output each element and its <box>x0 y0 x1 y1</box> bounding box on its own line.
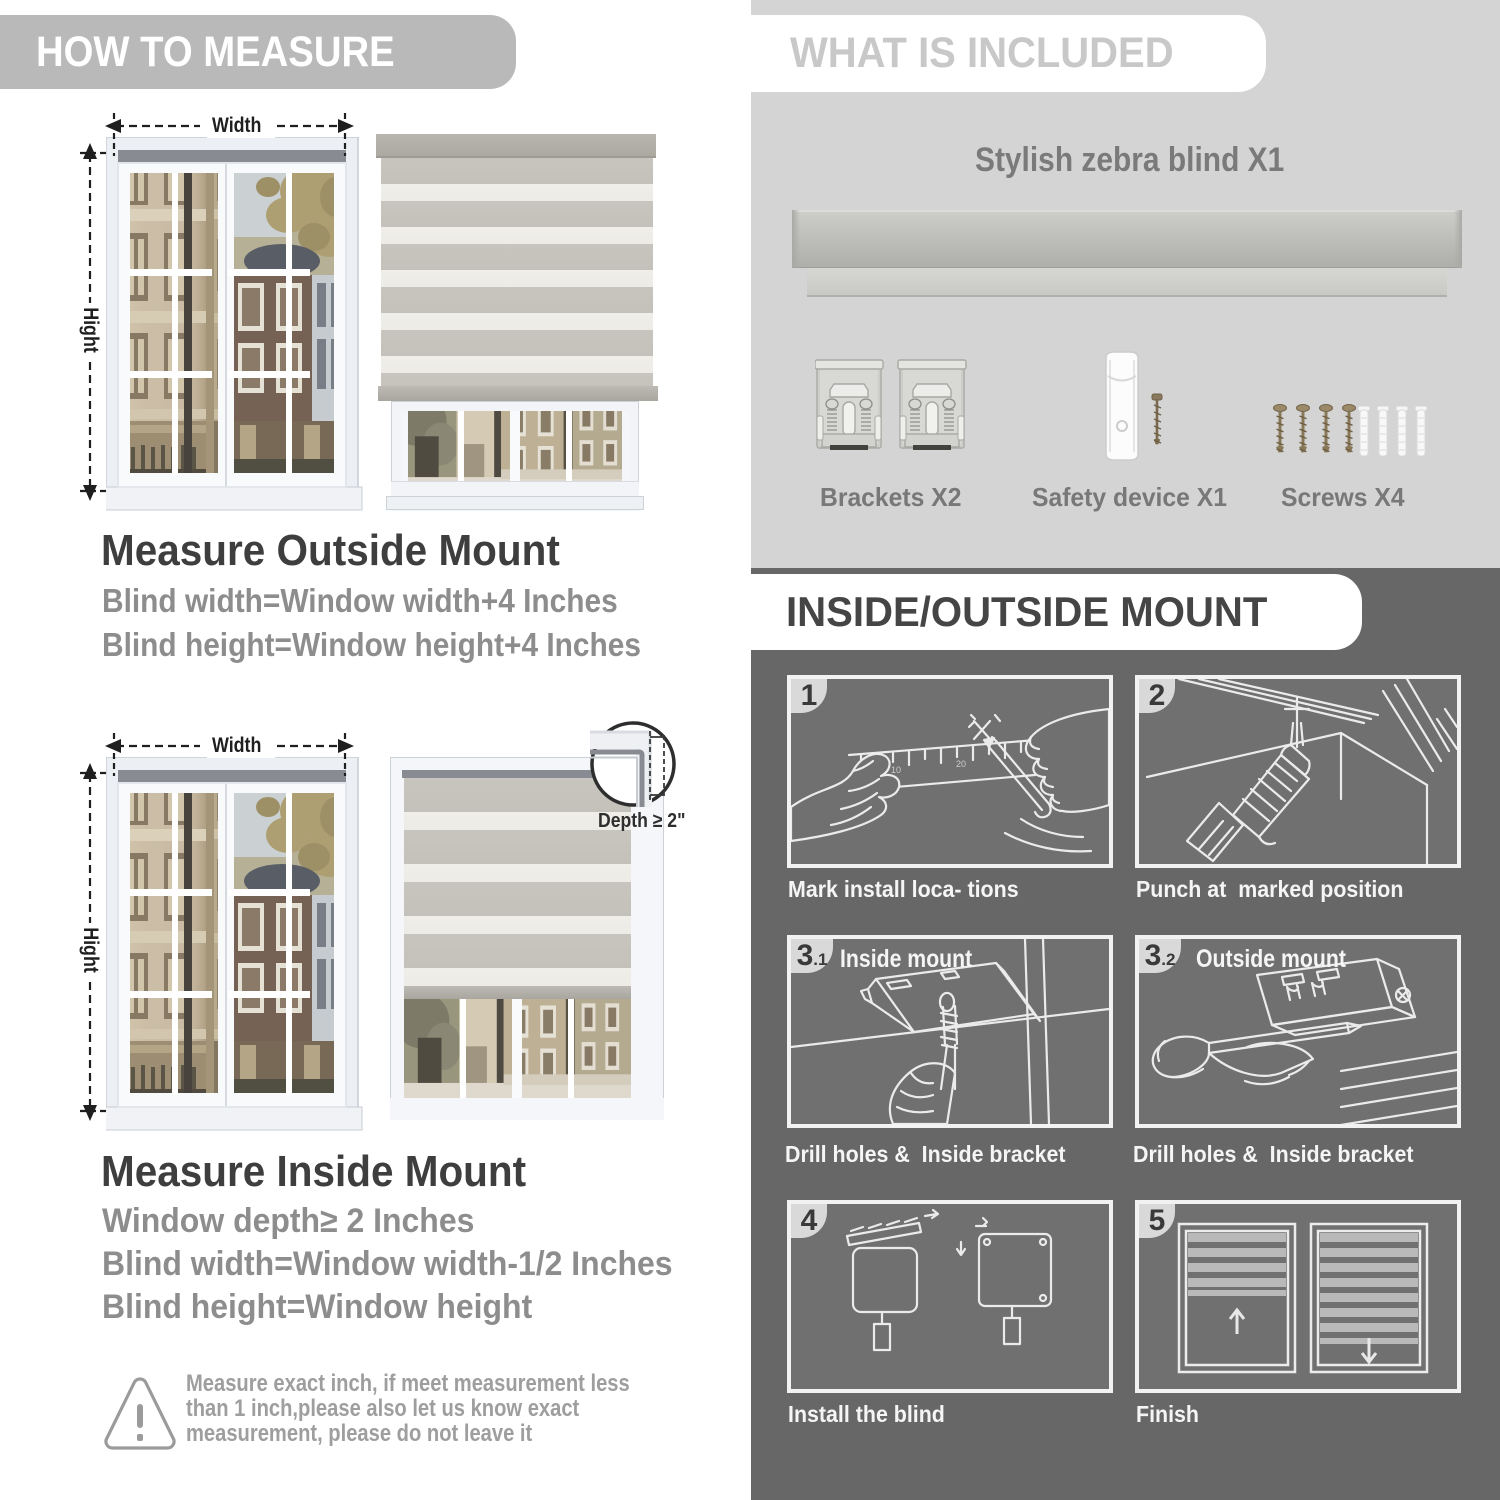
svg-text:20: 20 <box>956 759 966 769</box>
svg-text:10: 10 <box>891 765 901 775</box>
